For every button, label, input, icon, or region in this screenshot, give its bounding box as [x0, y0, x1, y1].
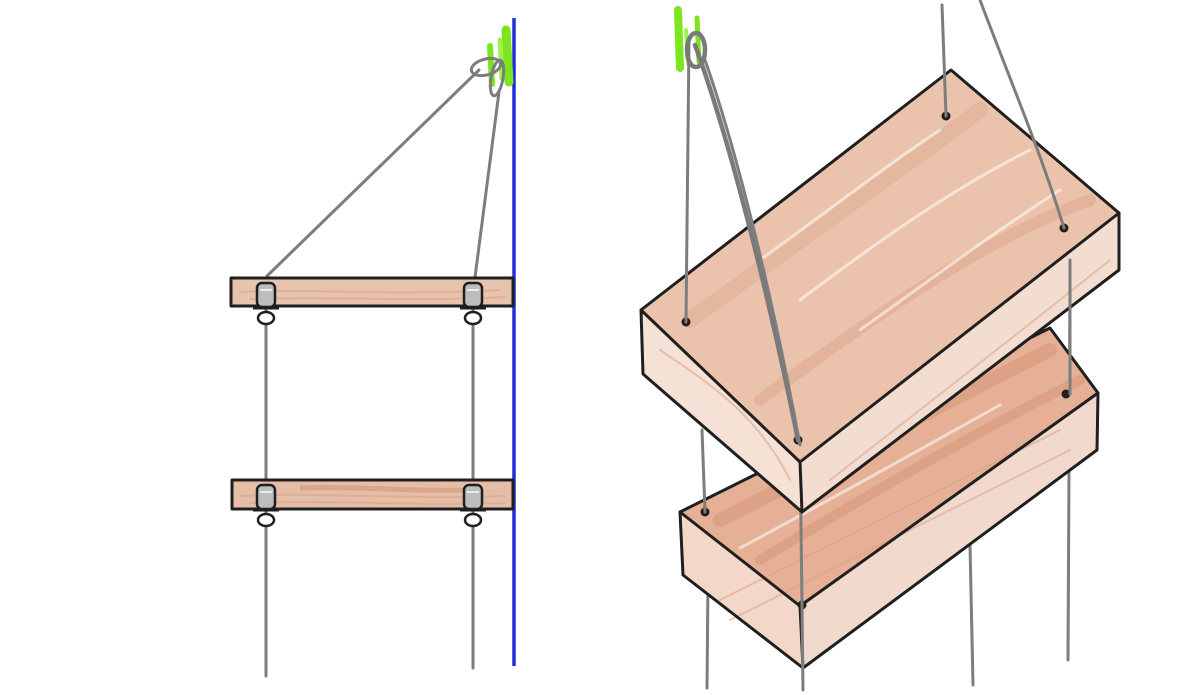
upper-board: [639, 68, 1121, 514]
side-elevation-view: [229, 18, 516, 678]
perspective-view: [639, 0, 1121, 692]
rope-left-between-boards: [700, 428, 707, 514]
upper-ropes: [684, 0, 1072, 447]
rope-knot-top-left: [253, 281, 279, 326]
rope-front-bottom: [800, 604, 805, 692]
hanging-ropes: [264, 56, 506, 678]
rope-knot-bottom-left: [253, 483, 279, 528]
rope-knot-top-right: [460, 281, 486, 326]
rope-knot-bottom-right: [460, 483, 486, 528]
